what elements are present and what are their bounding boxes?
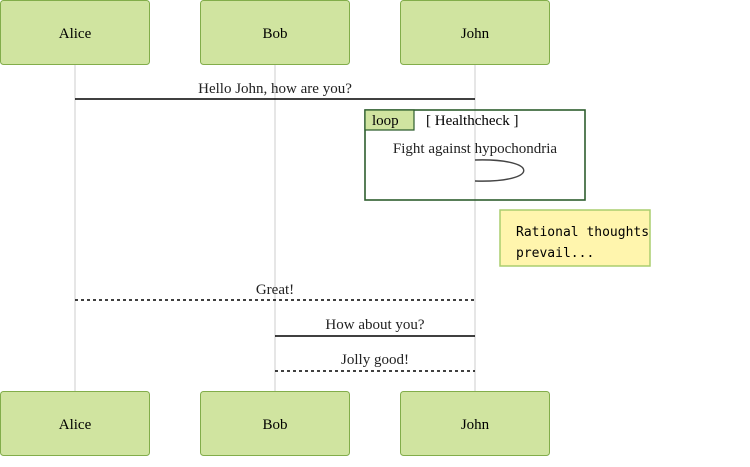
loop-frame: loop [ Healthcheck ] bbox=[364, 109, 586, 201]
actor-alice-bottom[interactable]: Alice bbox=[0, 391, 150, 456]
actor-john-bottom[interactable]: John bbox=[400, 391, 550, 456]
message-great-label: Great! bbox=[256, 282, 294, 298]
message-jolly-good-label: Jolly good! bbox=[341, 352, 409, 368]
actor-alice-top-label: Alice bbox=[59, 26, 92, 42]
note-line-2: prevail... bbox=[516, 246, 594, 261]
message-self-label: Fight against hypochondria bbox=[393, 141, 557, 157]
message-great[interactable]: Great! bbox=[75, 282, 475, 301]
actor-bob-top[interactable]: Bob bbox=[200, 0, 350, 65]
self-loop-arrow bbox=[474, 159, 525, 182]
note-rational-thoughts[interactable]: Rational thoughts prevail... bbox=[499, 209, 651, 267]
actor-bob-bottom[interactable]: Bob bbox=[200, 391, 350, 456]
actor-bob-bottom-label: Bob bbox=[262, 417, 287, 433]
loop-tag bbox=[364, 109, 415, 131]
message-jolly-good[interactable]: Jolly good! bbox=[275, 352, 475, 372]
actor-john-top[interactable]: John bbox=[400, 0, 550, 65]
actor-alice-bottom-label: Alice bbox=[59, 417, 92, 433]
message-how-about-you[interactable]: How about you? bbox=[275, 317, 475, 337]
actor-john-top-label: John bbox=[461, 26, 490, 42]
message-hello[interactable]: Hello John, how are you? bbox=[75, 81, 475, 100]
message-how-about-you-label: How about you? bbox=[325, 317, 424, 333]
message-self-hypochondria[interactable]: Fight against hypochondria bbox=[393, 141, 557, 182]
actor-bob-top-label: Bob bbox=[262, 26, 287, 42]
actor-alice-top[interactable]: Alice bbox=[0, 0, 150, 65]
loop-frame-border bbox=[364, 109, 586, 201]
message-hello-label: Hello John, how are you? bbox=[198, 81, 352, 97]
loop-condition: [ Healthcheck ] bbox=[426, 113, 518, 129]
loop-keyword: loop bbox=[372, 113, 399, 129]
note-line-1: Rational thoughts bbox=[516, 225, 649, 240]
actor-john-bottom-label: John bbox=[461, 417, 490, 433]
note-box bbox=[499, 209, 651, 267]
